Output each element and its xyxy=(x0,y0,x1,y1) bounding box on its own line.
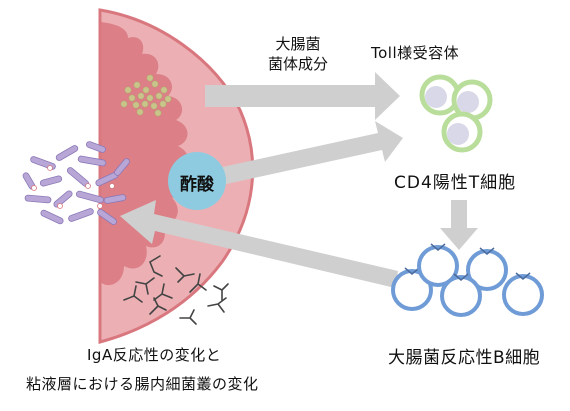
arrow-bcell-to-lumen xyxy=(120,200,398,288)
arrow-bacteria-to-tlr xyxy=(205,72,400,120)
bacteria-dots xyxy=(31,165,115,209)
b-cell xyxy=(391,267,433,311)
b-cell xyxy=(502,272,544,316)
arrow-acetic-to-cd4 xyxy=(218,121,403,185)
bacteria-label-line1: 大腸菌 xyxy=(275,35,321,53)
mucus-change-label: 粘液層における腸内細菌叢の変化 xyxy=(26,375,259,393)
b-cell xyxy=(440,273,482,317)
antibodies xyxy=(123,255,229,325)
b-cell xyxy=(466,247,508,291)
arrow-cd4-to-bcell xyxy=(440,200,478,250)
cd4-t-cell-label: CD4陽性T細胞 xyxy=(394,173,517,193)
reactive-b-cell-label: 大腸菌反応性B細胞 xyxy=(388,348,541,368)
toll-receptor-label: Toll様受容体 xyxy=(371,44,460,62)
t-cell xyxy=(451,79,493,121)
b-cell xyxy=(417,243,459,287)
t-cell xyxy=(419,74,461,116)
bacteria-cluster xyxy=(22,141,130,225)
acetic-acid-circle xyxy=(168,152,226,210)
b-cells xyxy=(391,243,544,317)
bacteria-components-label: 大腸菌 菌体成分 xyxy=(258,34,338,74)
t-cells xyxy=(419,74,493,153)
t-cell xyxy=(441,111,483,153)
iga-change-label: IgA反応性の変化と xyxy=(87,346,222,364)
bacterial-particles xyxy=(120,74,172,117)
acetic-acid-label: 酢酸 xyxy=(180,175,214,195)
bacteria-label-line2: 菌体成分 xyxy=(267,55,328,73)
